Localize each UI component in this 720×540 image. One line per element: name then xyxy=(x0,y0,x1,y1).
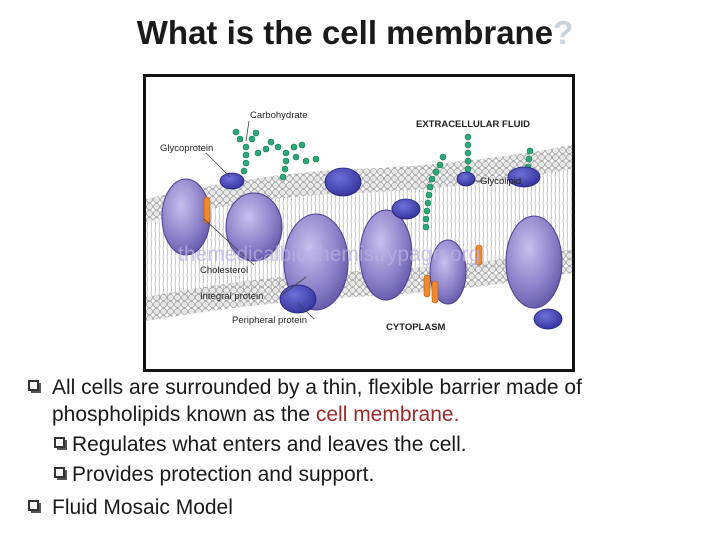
membrane-illustration: themedicalbiochemistrypage.org Carbohydr… xyxy=(146,110,572,333)
sub-bullet-checkbox-icon xyxy=(54,467,67,480)
label-integral-protein: Integral protein xyxy=(200,291,263,302)
sub-bullet-regulates: Regulates what enters and leaves the cel… xyxy=(28,431,708,458)
highlight-cell-membrane: cell membrane xyxy=(315,403,454,426)
slide-title: What is the cell membrane? xyxy=(0,14,710,52)
highlight-period: . xyxy=(453,403,460,426)
title-question-mark: ? xyxy=(553,14,574,51)
label-glycolipid: Glycolipid xyxy=(480,176,521,187)
label-extracellular-fluid: EXTRACELLULAR FLUID xyxy=(416,119,530,130)
bullet-text: All cells are surrounded by a thin, flex… xyxy=(52,376,582,426)
cell-membrane-diagram: themedicalbiochemistrypage.org Carbohydr… xyxy=(143,74,575,372)
label-leader-lines xyxy=(203,120,484,320)
bullet-checkbox-icon xyxy=(28,500,41,513)
sub-bullet-text: Regulates what enters and leaves the cel… xyxy=(72,433,467,456)
watermark: themedicalbiochemistrypage.org xyxy=(178,243,480,266)
peripheral-proteins xyxy=(219,166,563,330)
bullet-cell-membrane: All cells are surrounded by a thin, flex… xyxy=(28,374,708,428)
label-carbohydrate: Carbohydrate xyxy=(250,110,308,121)
label-cholesterol: Cholesterol xyxy=(200,265,248,276)
label-cytoplasm: CYTOPLASM xyxy=(386,322,446,333)
bullet-list: All cells are surrounded by a thin, flex… xyxy=(28,374,708,521)
bullet-text: Fluid Mosaic Model xyxy=(52,496,233,519)
title-text: What is the cell membrane xyxy=(136,14,554,51)
integral-proteins xyxy=(161,178,563,311)
label-peripheral-protein: Peripheral protein xyxy=(232,315,307,326)
bullet-fluid-mosaic: Fluid Mosaic Model xyxy=(28,494,708,521)
sub-bullet-protection: Provides protection and support. xyxy=(28,461,708,488)
label-glycoprotein: Glycoprotein xyxy=(160,143,213,154)
sub-bullet-text: Provides protection and support. xyxy=(72,463,375,486)
bullet-checkbox-icon xyxy=(28,380,41,393)
sub-bullet-checkbox-icon xyxy=(54,437,67,450)
cholesterol-molecules xyxy=(203,196,483,304)
